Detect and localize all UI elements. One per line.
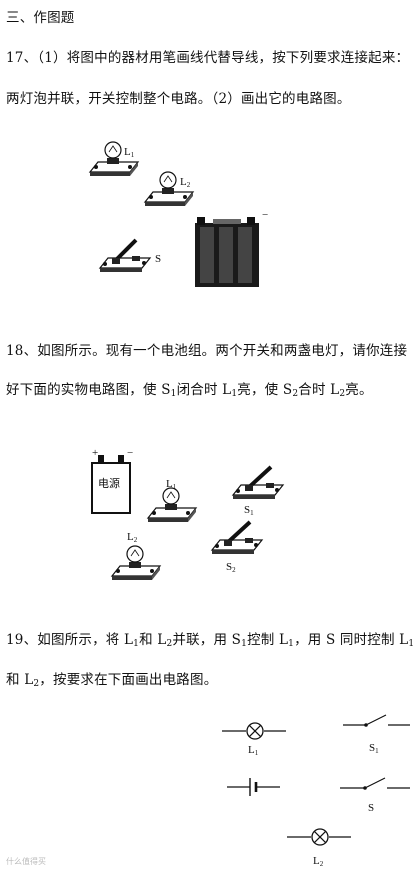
q17-battery-pack [195,217,259,287]
q17-label-s: S [155,253,161,265]
q19-battery [227,778,280,796]
q18-power-label: 电源 [98,476,120,490]
q19-label-s: S [368,802,374,814]
q19-lamp-l2 [287,828,351,846]
q19-label-l1: L1 [248,744,259,757]
q19-label-s1: S1 [369,742,379,755]
q17-bulb-l1 [89,141,139,177]
q18-label-l2: L2 [127,531,138,544]
q19-line2: 和 L2，按要求在下面画出电路图。 [6,672,218,689]
q18-label-l1: L1 [166,478,177,491]
q18-switch-s1 [231,465,285,499]
q19-line1: 19、如图所示，将 L1和 L2并联，用 S1控制 L1，用 S 同时控制 L1 [6,632,415,649]
q18-line1: 18、如图所示。现有一个电池组。两个开关和两盏电灯，请你连接 [6,343,408,359]
q18-label-s2: S2 [226,561,236,574]
section-title: 三、作图题 [6,10,75,26]
q18-power-box [91,455,131,514]
q19-lamp-l1 [222,722,286,740]
q18-bulb-l1 [147,487,197,523]
q17-line1: 17、（1）将图中的器材用笔画线代替导线，按下列要求连接起来： [6,50,410,66]
q18-plus: + [92,447,98,459]
q17-battery-minus: − [262,209,268,221]
q17-bulb-l2 [144,171,194,207]
q17-label-l1: L1 [124,146,135,159]
q18-line2: 好下面的实物电路图，使 S1闭合时 L1亮，使 S2合时 L2亮。 [6,382,373,399]
q18-bulb-l2 [111,545,161,581]
q18-label-s1: S1 [244,504,254,517]
q18-minus: − [127,447,133,459]
q17-line2: 两灯泡并联，开关控制整个电路。（2）画出它的电路图。 [6,91,351,107]
q17-label-l2: L2 [180,176,191,189]
q19-switch-s1 [343,714,410,727]
q18-switch-s2 [210,520,264,554]
q19-switch-s [340,777,410,790]
q17-switch-s [98,238,152,272]
watermark: 什么值得买 [6,857,46,866]
q19-label-l2: L2 [313,855,324,868]
